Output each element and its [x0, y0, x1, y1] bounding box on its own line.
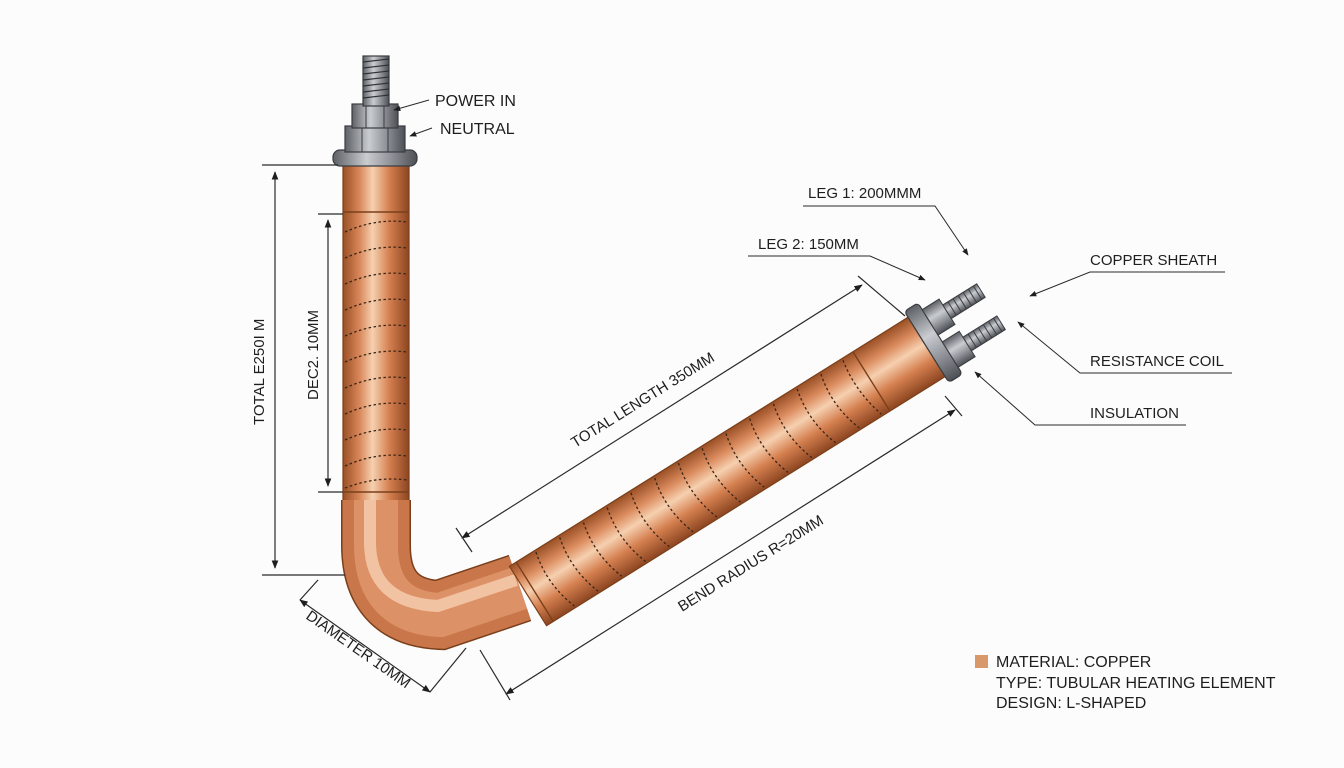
legend-type: TYPE: TUBULAR HEATING ELEMENT	[996, 675, 1276, 692]
terminal-studs-diagonal	[942, 283, 1007, 352]
top-threaded-stud	[362, 55, 390, 107]
label-power-in: POWER IN	[435, 93, 516, 110]
label-leg-2: LEG 2: 150MM	[758, 236, 859, 253]
label-neutral: NEUTRAL	[440, 121, 515, 138]
coil-vertical	[344, 220, 408, 489]
label-resistance-coil: RESISTANCE COIL	[1090, 353, 1224, 370]
legend: MATERIAL: COPPER TYPE: TUBULAR HEATING E…	[975, 654, 1276, 712]
vertical-leg	[342, 162, 410, 502]
diagonal-leg	[508, 283, 1007, 627]
label-insulation: INSULATION	[1090, 405, 1179, 422]
legend-swatch-copper	[975, 655, 988, 668]
bend-section	[341, 500, 532, 651]
top-terminal	[332, 55, 418, 167]
top-nut-upper	[351, 103, 399, 129]
diagonal-flange	[905, 303, 962, 382]
dim-dec: DEC2. 10MM	[305, 310, 322, 400]
label-copper-sheath: COPPER SHEATH	[1090, 252, 1217, 269]
dim-total-vertical: TOTAL E250I M	[251, 319, 268, 425]
label-leg-1: LEG 1: 200MMM	[808, 185, 921, 202]
legend-design: DESIGN: L-SHAPED	[996, 695, 1146, 712]
top-nut-lower	[344, 125, 406, 153]
legend-material: MATERIAL: COPPER	[996, 654, 1151, 671]
dim-total-length: TOTAL LENGTH 350MM	[568, 349, 717, 451]
callouts: POWER IN NEUTRAL LEG 1: 200MMM LEG 2: 15…	[393, 93, 1232, 426]
